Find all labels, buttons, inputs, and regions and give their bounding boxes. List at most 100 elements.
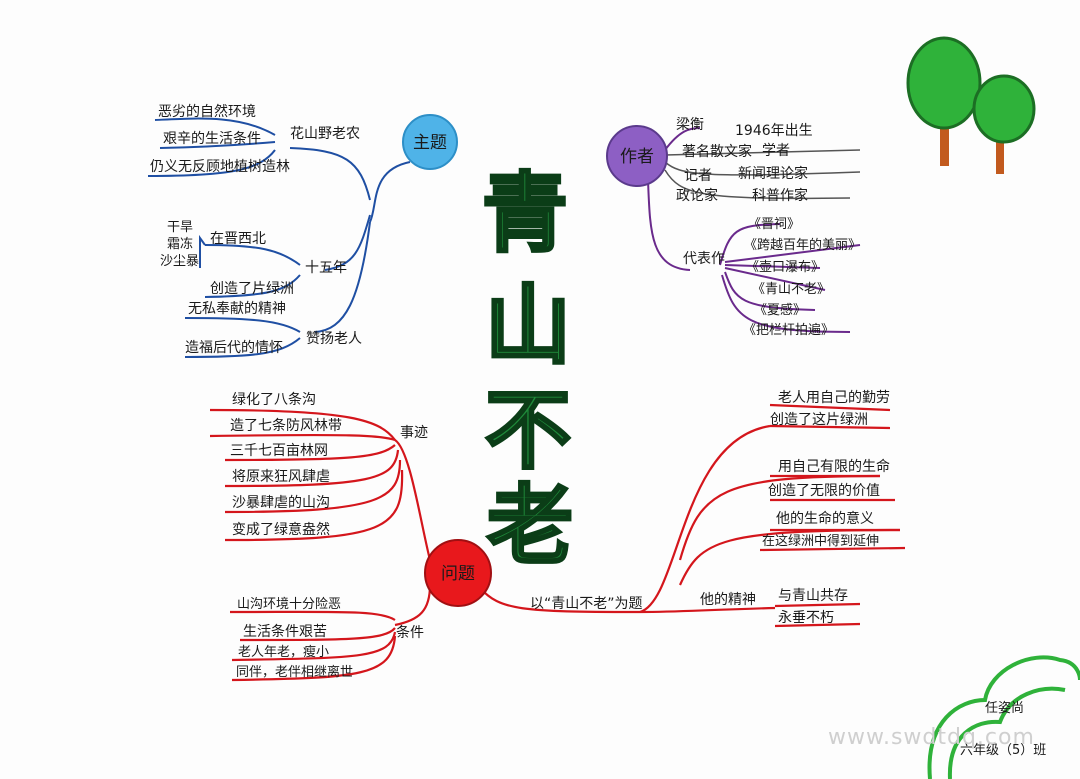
- work-item: 《夏感》: [754, 302, 806, 318]
- author-birth: 1946年出生: [735, 123, 813, 139]
- disaster-item: 霜冻: [167, 236, 193, 252]
- connector: [159, 141, 276, 149]
- connector: [664, 169, 851, 200]
- bush-outline: [947, 686, 1066, 779]
- conditions-label: 条件: [396, 624, 424, 641]
- condition-item: 老人年老，瘦小: [238, 644, 329, 660]
- connector: [314, 221, 371, 333]
- meaning-item: 在这绿洲中得到延伸: [762, 533, 879, 549]
- connector: [394, 584, 432, 627]
- title-char: 山: [485, 276, 571, 376]
- meaning-item: 创造了这片绿洲: [770, 411, 868, 428]
- student-class: 六年级（5）班: [960, 743, 1046, 758]
- connector: [647, 179, 691, 271]
- connector: [394, 439, 432, 561]
- author-branch: [647, 127, 861, 333]
- connector: [664, 161, 861, 176]
- disaster-item: 沙尘暴: [160, 254, 199, 269]
- connector: [769, 403, 891, 412]
- title-char: 青: [482, 164, 568, 264]
- author-node: [606, 125, 668, 187]
- author-role: 著名散文家: [682, 143, 752, 160]
- place-label: 在晋西北: [210, 231, 266, 247]
- tree-trunk: [996, 132, 1004, 174]
- deed-item: 沙暴肆虐的山沟: [232, 495, 330, 511]
- connector: [774, 602, 861, 608]
- connector: [231, 635, 397, 682]
- meaning-item: 他的生命的意义: [776, 510, 874, 527]
- tree-icon: [906, 36, 1036, 174]
- wild-env-item: 仍义无反顾地植树造林: [150, 159, 290, 175]
- connector: [289, 147, 371, 201]
- connector: [184, 317, 301, 333]
- connector: [664, 149, 861, 156]
- work-item: 《跨越百年的美丽》: [744, 237, 861, 253]
- connector: [324, 214, 371, 271]
- spirit-label: 他的精神: [700, 592, 756, 608]
- condition-item: 生活条件艰苦: [243, 623, 327, 640]
- connector: [774, 622, 861, 628]
- problem-branch: [209, 403, 906, 682]
- fifteen-years-label: 十五年: [305, 260, 347, 276]
- theme-node: [402, 114, 458, 170]
- connector: [209, 433, 396, 442]
- connector: [154, 117, 276, 136]
- spirit-item: 永垂不朽: [778, 610, 834, 626]
- author-name: 梁衡: [676, 117, 704, 133]
- work-item: 《壶口瀑布》: [746, 260, 824, 275]
- connector: [209, 408, 396, 441]
- theme-branch: [147, 117, 411, 358]
- watermark: www.swdtdq.com: [828, 725, 1035, 750]
- connector: [184, 337, 301, 358]
- connector: [231, 631, 397, 662]
- author-role: 记者: [684, 168, 712, 184]
- connector: [147, 149, 276, 177]
- connector: [199, 234, 206, 268]
- connector: [759, 546, 906, 552]
- connector: [719, 223, 781, 266]
- author-role: 政论家: [676, 187, 718, 204]
- disaster-item: 干旱: [167, 220, 193, 235]
- connector: [224, 449, 400, 488]
- connector: [724, 271, 816, 311]
- main-title: 青 山 不 老: [481, 163, 575, 578]
- spirit-item: 与青山共存: [778, 588, 848, 604]
- connector: [479, 587, 641, 614]
- condition-item: 同伴，老伴相继离世: [236, 664, 353, 680]
- title-char: 不: [485, 381, 571, 481]
- deed-item: 将原来狂风肆虐: [232, 469, 330, 485]
- connector: [204, 244, 301, 266]
- problem-node-label: 问题: [441, 564, 475, 584]
- author-role: 科普作家: [752, 187, 808, 204]
- author-role: 新闻理论家: [738, 165, 808, 182]
- oasis-result: 创造了片绿洲: [210, 281, 294, 297]
- tree-trunk: [940, 118, 949, 166]
- problem-node: [424, 539, 492, 607]
- connector: [224, 469, 404, 542]
- author-node-label: 作者: [620, 147, 654, 167]
- praise-label: 赞扬老人: [306, 331, 362, 347]
- deed-item: 绿化了八条沟: [232, 391, 316, 408]
- connector: [724, 264, 821, 269]
- tree-canopy: [972, 74, 1036, 144]
- wild-env-item: 恶劣的自然环境: [158, 103, 256, 120]
- deeds-label: 事迹: [400, 425, 428, 441]
- work-item: 《青山不老》: [752, 282, 830, 297]
- praise-item: 无私奉献的精神: [188, 301, 286, 317]
- title-reason-link: 以“青山不老”为题: [530, 596, 643, 612]
- bush-outline: [927, 655, 1080, 779]
- condition-item: 山沟环境十分险恶: [237, 597, 341, 612]
- connector: [239, 627, 396, 642]
- meaning-item: 创造了无限的价值: [768, 483, 880, 499]
- deed-item: 变成了绿意盎然: [232, 521, 330, 538]
- connector: [639, 606, 776, 614]
- theme-node-label: 主题: [413, 133, 447, 153]
- connector: [229, 610, 396, 621]
- connector: [724, 244, 861, 263]
- connector: [224, 459, 402, 514]
- connector: [204, 274, 301, 298]
- bush-decoration: [927, 655, 1080, 779]
- connector: [721, 274, 851, 333]
- deed-item: 三千七百亩林网: [230, 442, 328, 459]
